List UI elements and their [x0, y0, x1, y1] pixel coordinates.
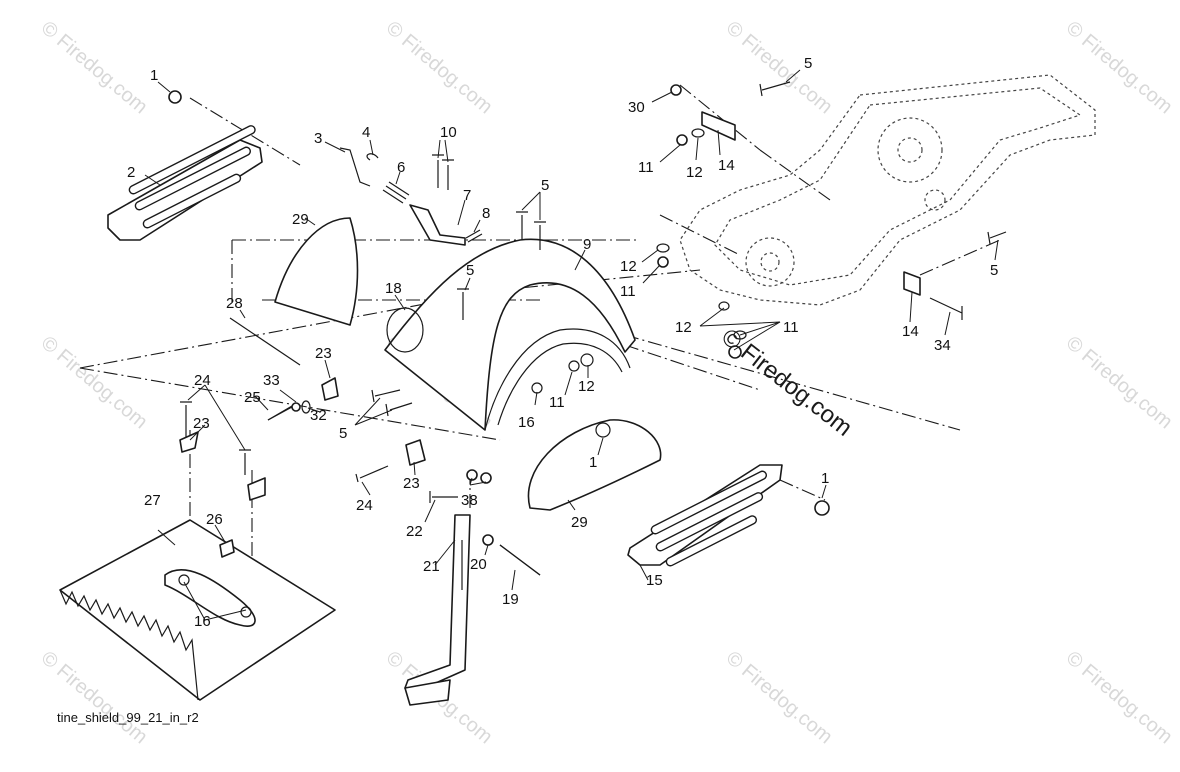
callout-18: 18 [385, 280, 402, 297]
callout-33: 33 [263, 372, 280, 389]
callout-1: 1 [821, 470, 829, 487]
callout-16: 16 [518, 414, 535, 431]
callout-22: 22 [406, 523, 423, 540]
callout-8: 8 [482, 205, 490, 222]
watermark: © Firedog.com [722, 647, 837, 748]
callout-12: 12 [675, 319, 692, 336]
left-side-plate [107, 125, 263, 241]
chain-case-outline [679, 74, 1096, 306]
callout-23: 23 [315, 345, 332, 362]
callout-12: 12 [686, 164, 703, 181]
leader-lines [144, 69, 999, 621]
callout-layer: 1 2 3 4 10 6 5 7 8 29 9 5 18 28 23 33 24… [127, 55, 998, 630]
callout-27: 27 [144, 492, 161, 509]
callout-30: 30 [628, 99, 645, 116]
callout-7: 7 [463, 187, 471, 204]
diagram-caption: tine_shield_99_21_in_r2 [57, 710, 199, 725]
callout-10: 10 [440, 124, 457, 141]
callout-29: 29 [571, 514, 588, 531]
watermark-main: © Firedog.com [716, 323, 857, 441]
callout-29: 29 [292, 211, 309, 228]
shield-half-upper [274, 217, 359, 326]
callout-34: 34 [934, 337, 951, 354]
callout-38: 38 [461, 492, 478, 509]
callout-5: 5 [804, 55, 812, 72]
callout-14: 14 [718, 157, 735, 174]
callout-24: 24 [194, 372, 211, 389]
shield-half-lower [527, 419, 662, 511]
watermark: © Firedog.com [37, 17, 152, 118]
callout-28: 28 [226, 295, 243, 312]
hardware [168, 81, 1007, 576]
callout-19: 19 [502, 591, 519, 608]
callout-3: 3 [314, 130, 322, 147]
callout-23: 23 [403, 475, 420, 492]
callout-11: 11 [638, 159, 654, 176]
callout-6: 6 [397, 159, 405, 176]
right-side-plate [627, 464, 783, 567]
callout-1: 1 [589, 454, 597, 471]
watermark: © Firedog.com [37, 332, 152, 433]
callout-12: 12 [620, 258, 637, 275]
callout-32: 32 [310, 407, 327, 424]
watermark: © Firedog.com [37, 647, 152, 748]
callout-23: 23 [193, 415, 210, 432]
callout-5: 5 [541, 177, 549, 194]
depth-stake [404, 514, 471, 706]
watermark: © Firedog.com [1062, 332, 1177, 433]
callout-21: 21 [423, 558, 440, 575]
watermark: © Firedog.com [1062, 647, 1177, 748]
callout-12: 12 [578, 378, 595, 395]
callout-11: 11 [783, 319, 799, 336]
callout-11: 11 [620, 283, 636, 300]
callout-14: 14 [902, 323, 919, 340]
callout-5: 5 [990, 262, 998, 279]
callout-2: 2 [127, 164, 135, 181]
watermark: © Firedog.com [382, 17, 497, 118]
callout-5: 5 [339, 425, 347, 442]
callout-1: 1 [150, 67, 158, 84]
callout-11: 11 [549, 394, 565, 411]
watermark: © Firedog.com [1062, 17, 1177, 118]
callout-20: 20 [470, 556, 487, 573]
callout-15: 15 [646, 572, 663, 589]
callout-5: 5 [466, 262, 474, 279]
main-shield [384, 238, 636, 431]
callout-9: 9 [583, 236, 591, 253]
callout-16: 16 [194, 613, 211, 630]
callout-25: 25 [244, 389, 261, 406]
callout-26: 26 [206, 511, 223, 528]
drag-bar [59, 519, 336, 701]
watermark: © Firedog.com [722, 17, 837, 118]
callout-24: 24 [356, 497, 373, 514]
callout-4: 4 [362, 124, 370, 141]
